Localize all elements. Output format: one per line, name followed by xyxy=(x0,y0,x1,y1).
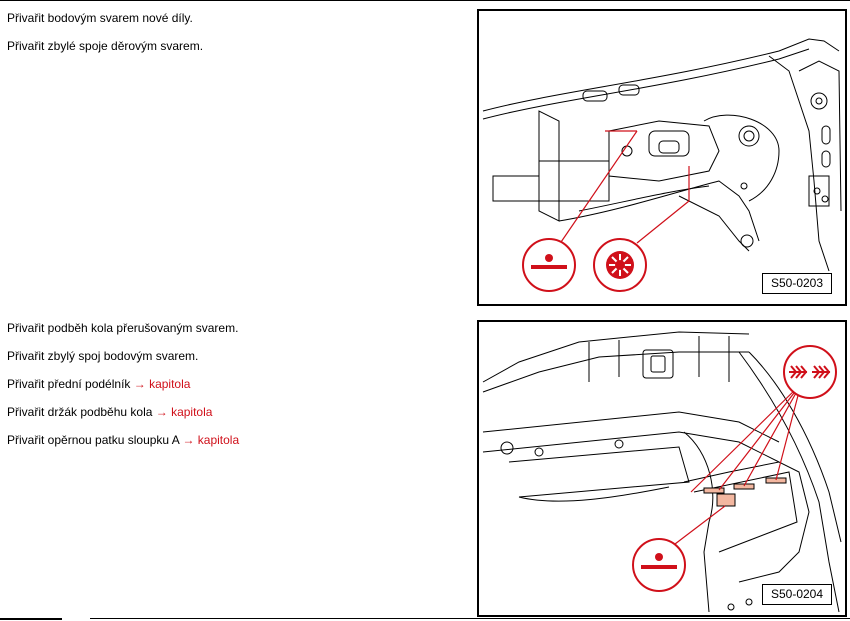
step-text: Přivařit bodovým svarem nové díly. xyxy=(7,11,193,25)
step-spot-weld-new-parts: Přivařit bodovým svarem nové díly. xyxy=(7,11,193,25)
intermittent-weld-icon xyxy=(783,345,837,399)
chapter-link[interactable]: → kapitola xyxy=(133,377,191,391)
step-text: Přivařit držák podběhu kola xyxy=(7,405,156,419)
step-text: Přivařit zbylý spoj bodovým svarem. xyxy=(7,349,199,363)
figure-illustration-1 xyxy=(482,38,842,292)
step-spot-weld-remaining: Přivařit zbylý spoj bodovým svarem. xyxy=(7,349,198,363)
bottom-rule xyxy=(90,618,850,619)
figure-illustration-2 xyxy=(482,331,842,613)
step-text: Přivařit zbylé spoje děrovým svarem. xyxy=(7,39,204,53)
step-text: Přivařit přední podélník xyxy=(7,377,134,391)
chapter-link[interactable]: → kapitola xyxy=(182,433,240,447)
step-front-longitudinal: Přivařit přední podélník → kapitola xyxy=(7,377,190,391)
figure-s50-0203: S50-0203 xyxy=(477,9,847,306)
step-wheel-arch-bracket: Přivařit držák podběhu kola → kapitola xyxy=(7,405,212,419)
figure-code: S50-0203 xyxy=(762,273,832,294)
figure-s50-0204: S50-0204 xyxy=(477,320,847,617)
step-a-pillar-foot: Přivařit opěrnou patku sloupku A → kapit… xyxy=(7,433,239,447)
spot-weld-icon xyxy=(632,538,686,592)
plug-weld-icon xyxy=(593,238,647,292)
footer-stub xyxy=(0,618,62,620)
top-rule xyxy=(0,0,850,1)
figure-code: S50-0204 xyxy=(762,584,832,605)
step-intermittent-weld-wheel-arch: Přivařit podběh kola přerušovaným svarem… xyxy=(7,321,238,335)
step-plug-weld-remaining: Přivařit zbylé spoje děrovým svarem. xyxy=(7,39,203,53)
spot-weld-icon xyxy=(522,238,576,292)
chapter-link[interactable]: → kapitola xyxy=(155,405,213,419)
step-text: Přivařit opěrnou patku sloupku A xyxy=(7,433,183,447)
step-text: Přivařit podběh kola přerušovaným svarem… xyxy=(7,321,239,335)
